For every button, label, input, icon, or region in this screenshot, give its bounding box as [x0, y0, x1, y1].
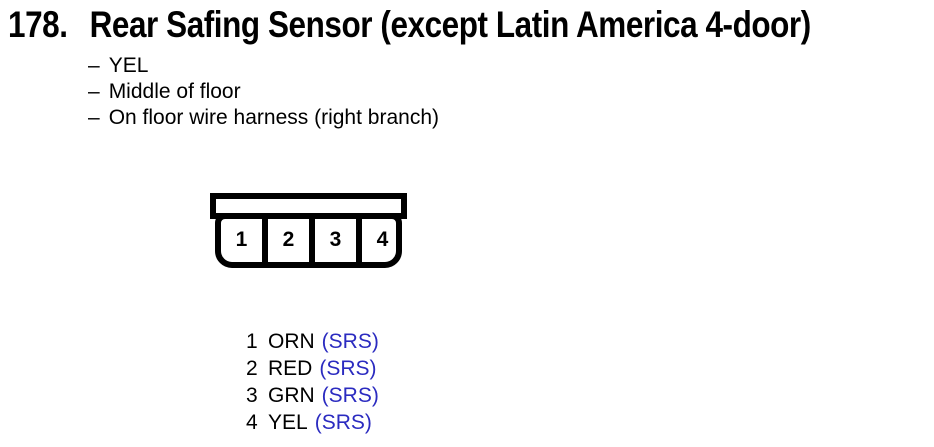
cavity-number-3: 3: [329, 228, 342, 251]
connector-diagram: 1 2 3 4: [210, 193, 408, 269]
pin-number: 1: [246, 330, 258, 353]
item-title: Rear Safing Sensor (except Latin America…: [89, 4, 812, 45]
pin-number: 2: [246, 357, 258, 380]
connector-body: 1 2 3 4: [215, 213, 402, 268]
cavity-divider: [262, 219, 268, 262]
note-dash: –: [88, 106, 100, 129]
wire-color: ORN: [268, 330, 315, 353]
note-text: Middle of floor: [108, 80, 241, 103]
cavity-divider: [309, 219, 315, 262]
item-number: 178.: [8, 4, 68, 45]
note-text: On floor wire harness (right branch): [108, 106, 439, 129]
pinout-row: 1 ORN (SRS): [246, 328, 379, 355]
notes-list: –YEL –Middle of floor –On floor wire har…: [88, 53, 439, 131]
wire-color: RED: [268, 357, 313, 380]
circuit-link-srs[interactable]: (SRS): [321, 330, 379, 353]
note-dash: –: [88, 80, 100, 103]
circuit-link-srs[interactable]: (SRS): [321, 384, 379, 407]
page-title: 178. Rear Safing Sensor (except Latin Ame…: [8, 4, 811, 46]
pinout-row: 3 GRN (SRS): [246, 382, 379, 409]
note-line: –YEL: [88, 53, 439, 79]
pinout-row: 2 RED (SRS): [246, 355, 379, 382]
pinout-row: 4 YEL (SRS): [246, 409, 379, 436]
pin-number: 4: [246, 411, 258, 434]
cavity-divider: [356, 219, 362, 262]
pinout-list: 1 ORN (SRS) 2 RED (SRS) 3 GRN (SRS) 4 YE…: [246, 328, 379, 436]
wire-color: GRN: [268, 384, 315, 407]
connector-lock-bar: [210, 193, 407, 219]
note-line: –On floor wire harness (right branch): [88, 105, 439, 131]
circuit-link-srs[interactable]: (SRS): [314, 411, 372, 434]
cavity-number-4: 4: [376, 228, 389, 251]
wire-color: YEL: [268, 411, 308, 434]
note-dash: –: [88, 54, 100, 77]
cavity-number-1: 1: [235, 228, 248, 251]
cavity-number-2: 2: [282, 228, 295, 251]
circuit-link-srs[interactable]: (SRS): [319, 357, 377, 380]
note-line: –Middle of floor: [88, 79, 439, 105]
note-text: YEL: [108, 54, 149, 77]
pin-number: 3: [246, 384, 258, 407]
